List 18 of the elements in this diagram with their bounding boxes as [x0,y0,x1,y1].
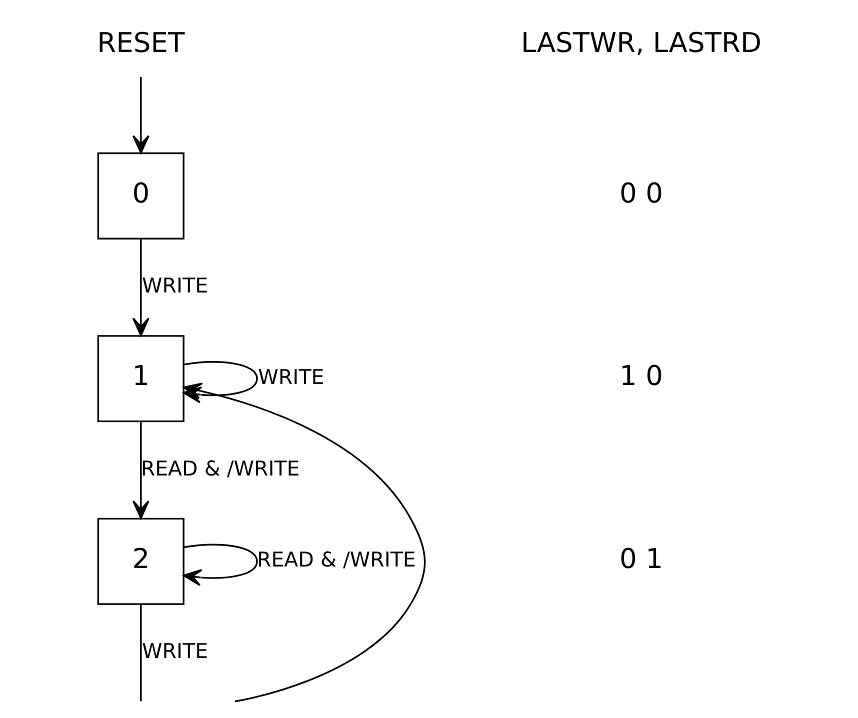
node-box: 1 [96,335,184,422]
arrow [132,238,149,336]
label: 0 1 [619,544,662,575]
edge-label: READ & /WRITE [140,456,300,480]
edge-label: READ & /WRITE [256,548,416,572]
arrow [132,77,149,154]
node-box: 0 [96,152,184,240]
connector [140,604,142,702]
label: LASTWR, LASTRD [520,28,761,60]
arrow [182,544,258,586]
arrow [132,421,149,519]
label: 0 0 [619,178,662,210]
edge-label: WRITE [142,639,208,664]
edge-label: WRITE [258,364,324,389]
node-box: 2 [96,518,184,605]
node-text: RESET [96,28,184,60]
label: 1 0 [619,361,662,392]
edge-label: WRITE [142,274,208,298]
